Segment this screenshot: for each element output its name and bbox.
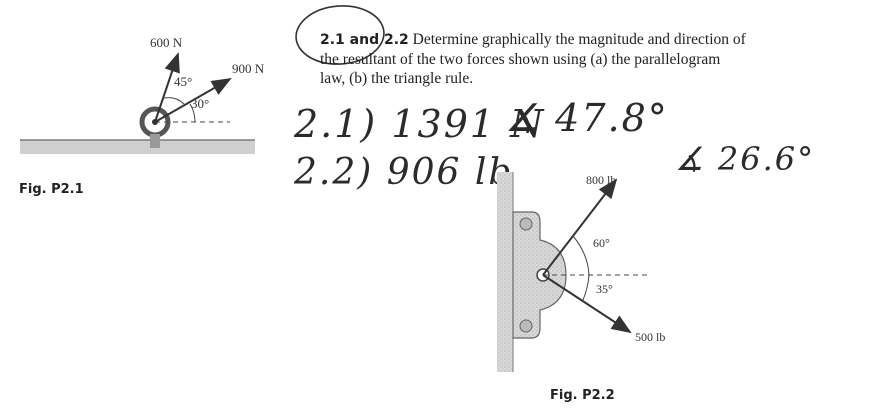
problem-line-1: Determine graphically the magnitude and … xyxy=(412,31,746,48)
figure-p2-1: 600 N 900 N 45° 30° xyxy=(20,35,265,154)
answer-2-1: 2.1) 1391 N xyxy=(294,102,545,146)
force-500lb-label: 500 lb xyxy=(635,330,665,344)
angle-45-label: 45° xyxy=(174,74,192,89)
force-800lb-label: 800 lb xyxy=(586,173,616,187)
figure-p2-2: 800 lb 500 lb 60° 35° xyxy=(497,172,665,372)
problem-number-circle xyxy=(295,5,385,65)
bracket-bolt-bottom xyxy=(519,319,533,333)
angle-symbol-icon: ∡ xyxy=(675,140,706,178)
angle-arc-60 xyxy=(572,235,590,276)
answer-2-1-angle-value: 47.8° xyxy=(555,96,669,140)
fig-p2-1-caption: Fig. P2.1 xyxy=(19,182,84,197)
force-900n-label: 900 N xyxy=(232,61,265,76)
angle-60-label: 60° xyxy=(593,236,610,250)
fig-p2-2-caption: Fig. P2.2 xyxy=(550,388,615,403)
answer-2-1-label: 2.1) xyxy=(294,102,378,146)
answer-2-2-label: 2.2) xyxy=(294,152,374,193)
problem-line-3: law, (b) the triangle rule. xyxy=(320,70,474,87)
force-900n-arrow xyxy=(154,78,232,123)
force-600n-label: 600 N xyxy=(150,35,183,50)
answer-2-1-value: 1391 N xyxy=(391,102,546,146)
angle-symbol-icon: ∡ xyxy=(505,96,542,140)
bolt-shank xyxy=(150,134,160,148)
angle-arc-45 xyxy=(163,97,185,105)
problem-number: 2.1 and 2.2 xyxy=(320,32,409,48)
wall xyxy=(497,172,513,372)
answer-2-2-angle: ∡ 26.6° xyxy=(675,140,815,178)
angle-arc-35 xyxy=(582,274,590,301)
answer-2-2-angle-value: 26.6° xyxy=(717,140,816,178)
problem-line-2: the resultant of the two forces shown us… xyxy=(320,51,721,68)
force-600n-arrow xyxy=(154,52,180,123)
answer-2-1-angle: ∡ 47.8° xyxy=(505,96,669,140)
force-500lb-arrow xyxy=(542,274,632,334)
answer-2-2-value: 906 lb xyxy=(386,152,514,193)
angle-30-label: 30° xyxy=(191,96,209,111)
ground-surface xyxy=(20,140,255,154)
answer-2-2: 2.2) 906 lb xyxy=(294,152,513,193)
angle-35-label: 35° xyxy=(596,282,613,296)
bracket-bolt-top xyxy=(519,217,533,231)
force-800lb-arrow xyxy=(542,178,618,276)
problem-statement: 2.1 and 2.2 Determine graphically the ma… xyxy=(320,30,870,88)
angle-arc-30 xyxy=(189,103,196,123)
